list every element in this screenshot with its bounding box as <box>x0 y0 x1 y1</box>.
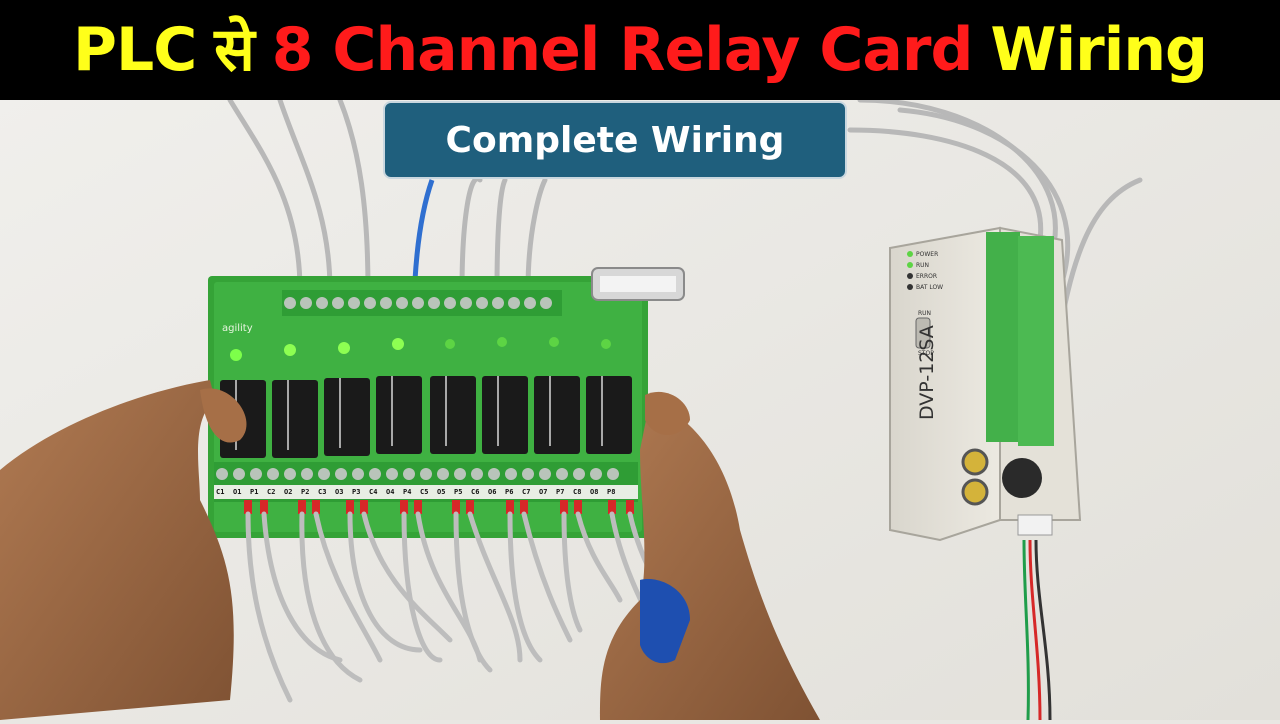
terminal-label: C4 <box>369 488 378 496</box>
terminal-label: O4 <box>386 488 395 496</box>
plc-led-label: RUN <box>916 262 930 269</box>
terminal-label: O3 <box>335 488 344 496</box>
plc-unit <box>889 226 1082 542</box>
title-part-plc: PLC <box>72 15 197 85</box>
plc-model-label: DVP-12SA <box>916 325 938 420</box>
terminal-label: C7 <box>522 488 531 496</box>
terminal-label: O8 <box>590 488 599 496</box>
plc-led-label: BAT LOW <box>916 284 944 291</box>
terminal-label: P4 <box>403 488 412 496</box>
terminal-label: O6 <box>488 488 497 496</box>
subtitle-text: Complete Wiring <box>445 119 785 161</box>
terminal-label: P1 <box>250 488 259 496</box>
terminal-label: C2 <box>267 488 276 496</box>
terminal-label: O7 <box>539 488 548 496</box>
title-part-se: से <box>214 15 255 85</box>
terminal-label: C5 <box>420 488 429 496</box>
plc-led-label: POWER <box>916 251 939 258</box>
terminal-label: C3 <box>318 488 327 496</box>
terminal-label: O1 <box>233 488 242 496</box>
terminal-label: P5 <box>454 488 463 496</box>
title-part-channel: 8 Channel Relay Card <box>271 15 974 85</box>
terminal-label: O2 <box>284 488 293 496</box>
plc-switch-stop-label: STOP <box>918 350 934 357</box>
terminal-label: P8 <box>607 488 616 496</box>
subtitle-badge: Complete Wiring <box>383 101 847 179</box>
title-part-wiring: Wiring <box>990 15 1208 85</box>
terminal-label: P3 <box>352 488 361 496</box>
board-brand: agility <box>222 323 253 334</box>
plc-led-label: ERROR <box>916 273 938 280</box>
relay-board <box>208 267 685 538</box>
terminal-label: C1 <box>216 488 225 496</box>
terminal-label: P7 <box>556 488 565 496</box>
plc-switch-run-label: RUN <box>918 310 932 317</box>
terminal-label: C8 <box>573 488 582 496</box>
title-banner: PLC से 8 Channel Relay Card Wiring <box>0 0 1280 100</box>
terminal-label: C6 <box>471 488 480 496</box>
terminal-label: P6 <box>505 488 514 496</box>
relays <box>220 376 632 458</box>
terminal-label: P2 <box>301 488 310 496</box>
terminal-label: O5 <box>437 488 446 496</box>
